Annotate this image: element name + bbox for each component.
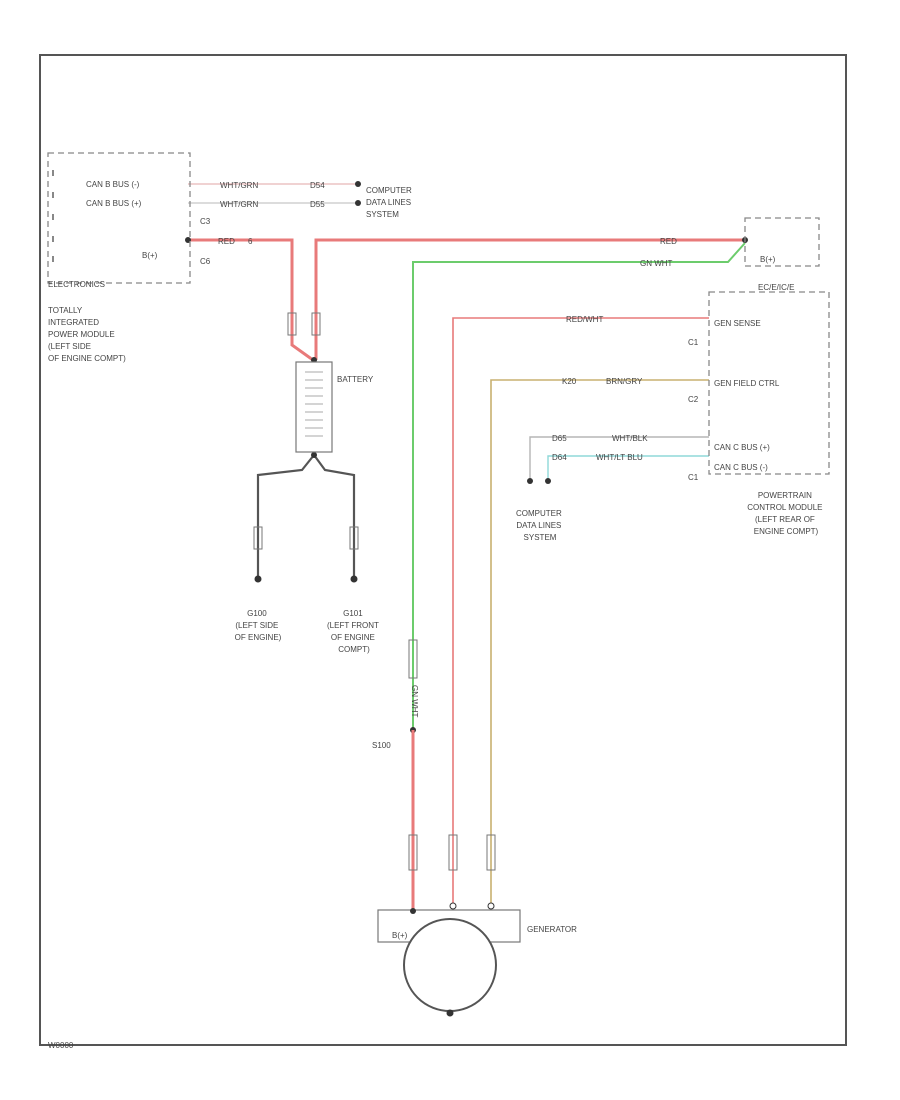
can-c-minus-terminal [545, 478, 551, 484]
green-tap-wire-color: GN WHT [640, 259, 673, 268]
generator [377, 902, 521, 1017]
pcm-pin-can-c-minus: CAN C BUS (-) [714, 463, 768, 472]
wire-gauge-marks [253, 312, 496, 871]
gen-field-wire [490, 379, 709, 905]
battery-neg-post [311, 452, 317, 458]
pcm-description: POWERTRAIN CONTROL MODULE (LEFT REAR OF … [747, 491, 825, 536]
small-box-label: B(+) [760, 255, 776, 264]
can-bot-color: WHT/GRN [220, 200, 258, 209]
pcm-header: EC/E/IC/E [758, 283, 794, 292]
diagram-frame [39, 54, 847, 1046]
ground-g101-label: G101 (LEFT FRONT OF ENGINE COMPT) [327, 609, 381, 654]
battery-feed-wires [185, 237, 748, 363]
tipm-pin-bplus: B(+) [142, 251, 158, 260]
pcm-connector-c1b: C1 [688, 473, 699, 482]
pcm-connector-c1: C1 [688, 338, 699, 347]
generator-body [403, 918, 497, 1012]
can-top-color: WHT/GRN [220, 181, 258, 190]
tipm-pin-can-b-minus: CAN B BUS (-) [86, 180, 140, 189]
tipm-battery-wire [188, 238, 314, 362]
ground-g101-dot [350, 575, 358, 583]
can-c-plus-terminal [527, 478, 533, 484]
battery-label: BATTERY [337, 375, 374, 384]
computer-data-lines-top: COMPUTER DATA LINES SYSTEM [366, 186, 414, 219]
footer-code: W0000 [48, 1041, 74, 1050]
ground-wires [254, 452, 358, 583]
gen-sense-wire [452, 317, 709, 905]
can-c-minus-wire [547, 455, 709, 480]
tipm-description: TOTALLY INTEGRATED POWER MODULE (LEFT SI… [48, 306, 126, 363]
tipm-connector-c6: C6 [200, 257, 211, 266]
sense-wire-color: RED/WHT [566, 315, 603, 324]
can-c-plus-color: WHT/BLK [612, 434, 648, 443]
ground-wire-g101 [313, 454, 356, 578]
tipm-connector-c3: C3 [200, 217, 211, 226]
generator-ground [446, 1009, 454, 1017]
ground-g100-dot [254, 575, 262, 583]
tipm-pin-can-b-plus: CAN B BUS (+) [86, 199, 142, 208]
tipm-side-marks [52, 170, 54, 262]
generator-label: GENERATOR [527, 925, 577, 934]
tipm-batt-wire-color: RED [218, 237, 235, 246]
can-b-terminal-top [355, 181, 361, 187]
can-c-minus-color: WHT/LT BLU [596, 453, 643, 462]
tipm-box [47, 152, 191, 284]
field-wire-color: BRN/GRY [606, 377, 643, 386]
can-bot-circuit: D55 [310, 200, 325, 209]
tipm-section-label: ELECTRONICS [48, 280, 105, 289]
green-vert-wire-color: GN WHT [410, 685, 419, 718]
ground-wire-g100 [256, 454, 315, 578]
can-b-terminal-bottom [355, 200, 361, 206]
computer-data-lines-mid: COMPUTER DATA LINES SYSTEM [516, 509, 564, 542]
battery-generator-bus-wire [314, 238, 745, 360]
generator-terminal-label: B(+) [392, 931, 408, 940]
field-wire-circuit: K20 [562, 377, 577, 386]
can-c-minus-circuit: D64 [552, 453, 567, 462]
pcm-pin-gen-field: GEN FIELD CTRL [714, 379, 780, 388]
pcm-connector-c2: C2 [688, 395, 699, 404]
can-top-circuit: D54 [310, 181, 325, 190]
battery-body [295, 361, 333, 453]
can-b-wires [188, 181, 361, 206]
small-module-box [744, 217, 820, 267]
ground-g100-label: G100 (LEFT SIDE OF ENGINE) [235, 609, 282, 642]
green-sense-wire [412, 242, 746, 730]
gen-b-wire-color: RED [660, 237, 677, 246]
pcm-box [708, 291, 830, 475]
can-c-plus-circuit: D65 [552, 434, 567, 443]
splice-label: S100 [372, 741, 391, 750]
pcm-pin-gen-sense: GEN SENSE [714, 319, 761, 328]
battery [295, 361, 333, 453]
tipm-batt-wire-gauge: 6 [248, 237, 253, 246]
pcm-pin-can-c-plus: CAN C BUS (+) [714, 443, 770, 452]
can-c-plus-wire [529, 436, 709, 480]
